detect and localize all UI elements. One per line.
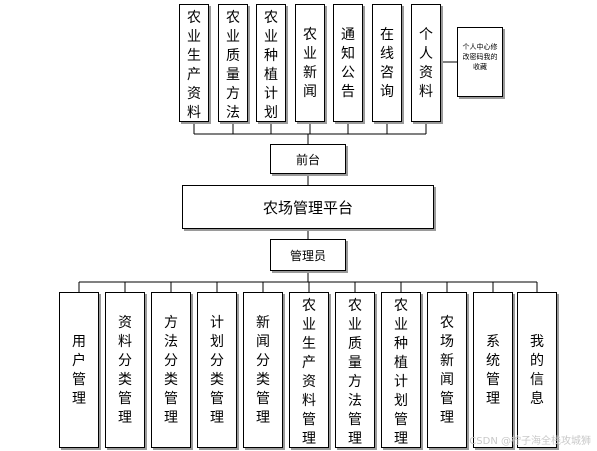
bottom-box: 农业种植计划管理 — [381, 292, 421, 448]
bottom-box: 计划分类管理 — [197, 292, 237, 448]
top-label: 在线咨询 — [380, 27, 394, 100]
bottom-box: 农场新闻管理 — [427, 292, 467, 448]
top-label: 农业新闻 — [303, 27, 317, 100]
bottom-label: 农业质量方法管理 — [348, 298, 362, 447]
front-box: 前台 — [270, 144, 346, 174]
top-box: 农业新闻 — [295, 4, 325, 122]
bottom-label: 用户管理 — [72, 334, 86, 407]
bottom-label: 方法分类管理 — [164, 315, 178, 426]
bottom-box: 资料分类管理 — [105, 292, 145, 448]
bottom-box: 新闻分类管理 — [243, 292, 283, 448]
top-box: 农业质量方法 — [218, 4, 248, 122]
bottom-label: 新闻分类管理 — [256, 315, 270, 426]
bottom-label: 我的信息 — [530, 334, 544, 407]
bottom-box: 用户管理 — [59, 292, 99, 448]
top-box: 农业生产资料 — [179, 4, 209, 122]
front-label: 前台 — [295, 152, 320, 167]
top-box: 个人资料 — [411, 4, 441, 122]
bottom-label: 农业生产资料管理 — [302, 298, 316, 447]
top-label: 农业质量方法 — [226, 10, 240, 121]
top-box: 通知公告 — [333, 4, 363, 122]
bottom-box: 我的信息 — [517, 292, 557, 448]
bottom-label: 资料分类管理 — [118, 315, 132, 426]
bottom-label: 计划分类管理 — [210, 315, 224, 426]
top-label: 农业生产资料 — [187, 10, 201, 121]
note-text: 个人中心修改密码我的收藏 — [462, 43, 498, 71]
platform-box: 农场管理平台 — [182, 185, 434, 229]
watermark: CSDN @柠子海全栈攻城狮 — [469, 436, 591, 447]
platform-label: 农场管理平台 — [262, 198, 353, 217]
top-box: 在线咨询 — [372, 4, 402, 122]
top-label: 个人资料 — [419, 27, 433, 100]
note-personal-center: 个人中心修改密码我的收藏 — [457, 27, 503, 97]
bottom-label: 农业种植计划管理 — [394, 298, 408, 447]
bottom-box: 系统管理 — [473, 292, 513, 448]
bottom-box: 方法分类管理 — [151, 292, 191, 448]
bottom-label: 系统管理 — [486, 334, 500, 407]
top-box: 农业种植计划 — [256, 4, 286, 122]
bottom-box: 农业质量方法管理 — [335, 292, 375, 448]
admin-box: 管理员 — [270, 239, 346, 271]
admin-label: 管理员 — [289, 248, 326, 263]
bottom-box: 农业生产资料管理 — [289, 292, 329, 448]
top-label: 农业种植计划 — [264, 10, 278, 121]
bottom-label: 农场新闻管理 — [440, 315, 454, 426]
top-label: 通知公告 — [341, 27, 355, 100]
